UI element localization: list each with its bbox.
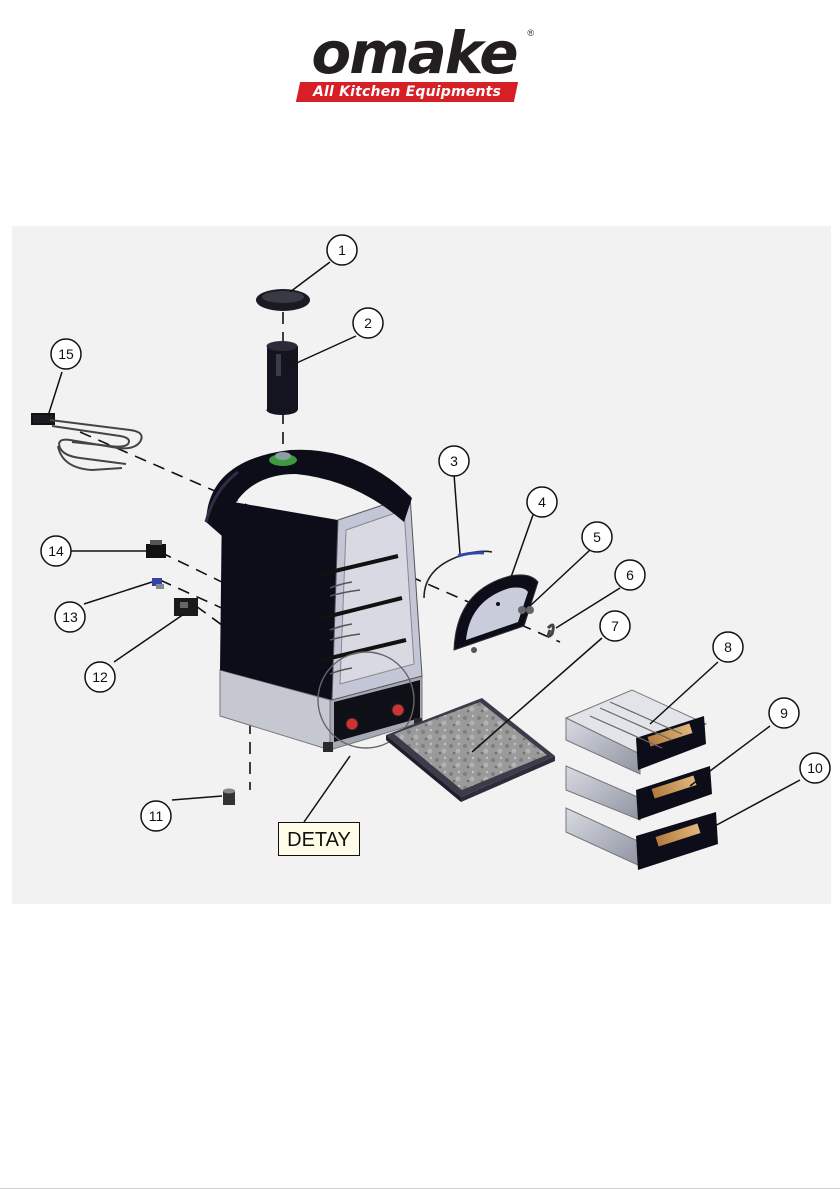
callout-5: 5 [593,529,601,545]
callout-2: 2 [364,315,372,331]
callout-3: 3 [450,453,458,469]
part-11-foot [223,789,235,806]
callout-10: 10 [807,760,823,776]
part-12-thermostat [174,598,198,616]
part-8-drawer [566,690,706,774]
callout-7: 7 [611,618,619,634]
part-2-chimney [267,341,299,415]
part-14-switch [146,540,166,558]
callout-1: 1 [338,242,346,258]
part-13-connector [152,578,164,589]
part-1-cap [256,289,310,311]
callout-13: 13 [62,609,78,625]
part-6-knob [548,625,553,636]
callout-6: 6 [626,567,634,583]
callout-9: 9 [780,705,788,721]
callout-11: 11 [149,808,164,824]
part-15-heating-element [32,414,142,470]
part-9-drawer [566,766,712,820]
part-4-door [454,575,538,653]
callout-4: 4 [538,494,546,510]
callout-14: 14 [48,543,64,559]
page-bottom-edge [0,1188,840,1193]
callout-12: 12 [92,669,108,685]
detail-label: DETAY [278,822,360,856]
callout-15: 15 [58,346,74,362]
cabinet-body [206,450,422,752]
callout-8: 8 [724,639,732,655]
